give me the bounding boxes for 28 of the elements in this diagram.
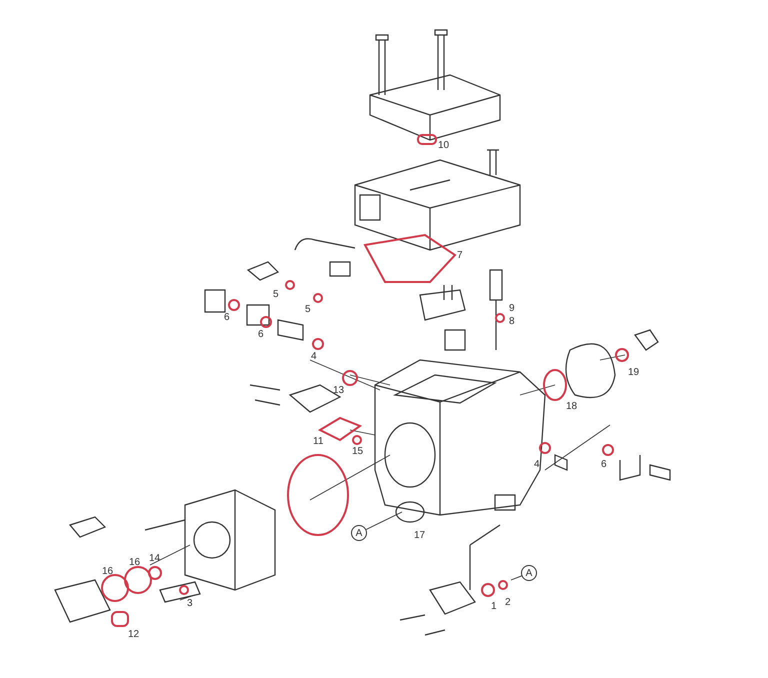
callout-number: 8 <box>509 316 515 327</box>
callout-number: 10 <box>438 140 450 151</box>
callout-number: 2 <box>505 597 511 608</box>
callout-number: 4 <box>311 351 317 362</box>
callout-number: 12 <box>128 629 140 640</box>
callout-number: 5 <box>273 289 279 300</box>
callout-number: 5 <box>305 304 311 315</box>
callout-number: 4 <box>534 459 540 470</box>
callout-number: 14 <box>149 553 160 564</box>
callout-number: 17 <box>414 530 426 541</box>
callout-number: 15 <box>352 446 364 457</box>
reference-circle: A <box>351 525 367 541</box>
leader-line <box>366 512 402 530</box>
callout-number: 13 <box>333 385 344 396</box>
callout-number: 3 <box>187 598 193 609</box>
callout-number: 18 <box>566 401 578 412</box>
reference-circle: A <box>521 565 537 581</box>
callout-number: 6 <box>258 329 264 340</box>
callout-number: 16 <box>102 566 114 577</box>
callout-number: 7 <box>457 250 463 261</box>
callout-number: 6 <box>601 459 607 470</box>
leader-line <box>510 575 522 580</box>
callout-number: 19 <box>628 367 640 378</box>
callout-number: 6 <box>224 312 230 323</box>
callout-number: 11 <box>313 436 324 447</box>
callout-number: 16 <box>129 557 140 568</box>
callout-number: 1 <box>491 601 497 612</box>
callout-number: 9 <box>509 303 515 314</box>
